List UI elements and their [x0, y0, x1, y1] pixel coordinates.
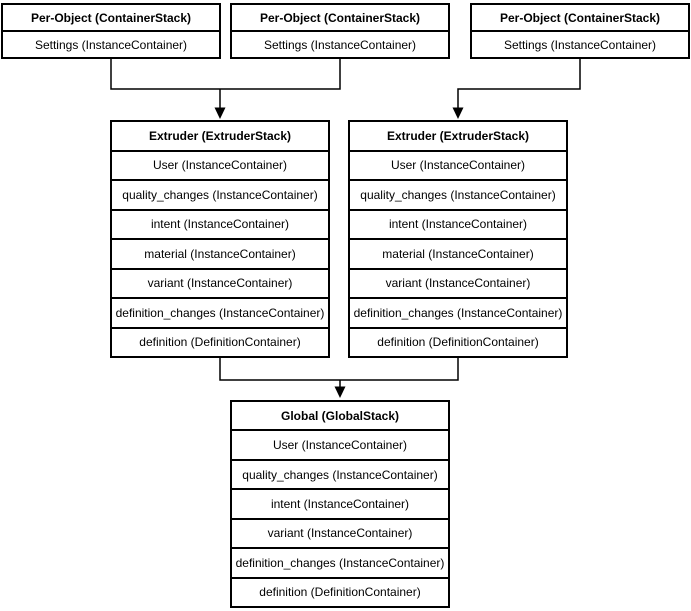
stack-row: definition (DefinitionContainer) — [112, 326, 328, 357]
stack-row: Settings (InstanceContainer) — [3, 30, 219, 57]
stack-title: Per-Object (ContainerStack) — [259, 10, 421, 25]
stack-row: variant (InstanceContainer) — [112, 267, 328, 298]
stack-title: Global (GlobalStack) — [280, 408, 400, 423]
arrowhead-extruder1 — [214, 107, 226, 119]
edge-extruders-bracket — [219, 358, 459, 381]
stack-title: Per-Object (ContainerStack) — [499, 10, 661, 25]
stack-row: material (InstanceContainer) — [350, 238, 566, 268]
stack-row: Settings (InstanceContainer) — [472, 30, 688, 57]
edge-perobject12-bracket — [110, 59, 341, 90]
edge-perobject3-to-extruder2 — [457, 59, 581, 112]
stack-global: Global (GlobalStack) User (InstanceConta… — [230, 400, 450, 608]
stack-row: intent (InstanceContainer) — [232, 488, 448, 517]
arrowhead-extruder2 — [452, 107, 464, 119]
stack-row: definition (DefinitionContainer) — [350, 326, 566, 357]
stack-row: quality_changes (InstanceContainer) — [112, 179, 328, 209]
stack-row: definition (DefinitionContainer) — [232, 576, 448, 606]
stack-row: User (InstanceContainer) — [112, 149, 328, 180]
stack-row: definition_changes (InstanceContainer) — [112, 297, 328, 327]
arrowhead-global — [334, 386, 346, 398]
stack-row: material (InstanceContainer) — [112, 238, 328, 268]
stack-row: quality_changes (InstanceContainer) — [232, 458, 448, 488]
stack-per-object-1: Per-Object (ContainerStack) Settings (In… — [1, 3, 221, 59]
stack-title: Extruder (ExtruderStack) — [386, 128, 530, 143]
stack-row: intent (InstanceContainer) — [350, 208, 566, 239]
stack-row: quality_changes (InstanceContainer) — [350, 179, 566, 209]
stack-per-object-3: Per-Object (ContainerStack) Settings (In… — [470, 3, 690, 59]
stack-row: Settings (InstanceContainer) — [232, 30, 448, 57]
stack-row: variant (InstanceContainer) — [232, 517, 448, 547]
stack-row: definition_changes (InstanceContainer) — [232, 547, 448, 576]
stack-row: User (InstanceContainer) — [232, 429, 448, 458]
stack-row: intent (InstanceContainer) — [112, 208, 328, 239]
stack-row: definition_changes (InstanceContainer) — [350, 297, 566, 327]
stack-extruder-2: Extruder (ExtruderStack) User (InstanceC… — [348, 120, 568, 358]
stack-row: variant (InstanceContainer) — [350, 267, 566, 298]
stack-per-object-2: Per-Object (ContainerStack) Settings (In… — [230, 3, 450, 59]
stack-extruder-1: Extruder (ExtruderStack) User (InstanceC… — [110, 120, 330, 358]
stack-row: User (InstanceContainer) — [350, 149, 566, 180]
stack-title: Per-Object (ContainerStack) — [30, 10, 192, 25]
stack-title: Extruder (ExtruderStack) — [148, 128, 292, 143]
